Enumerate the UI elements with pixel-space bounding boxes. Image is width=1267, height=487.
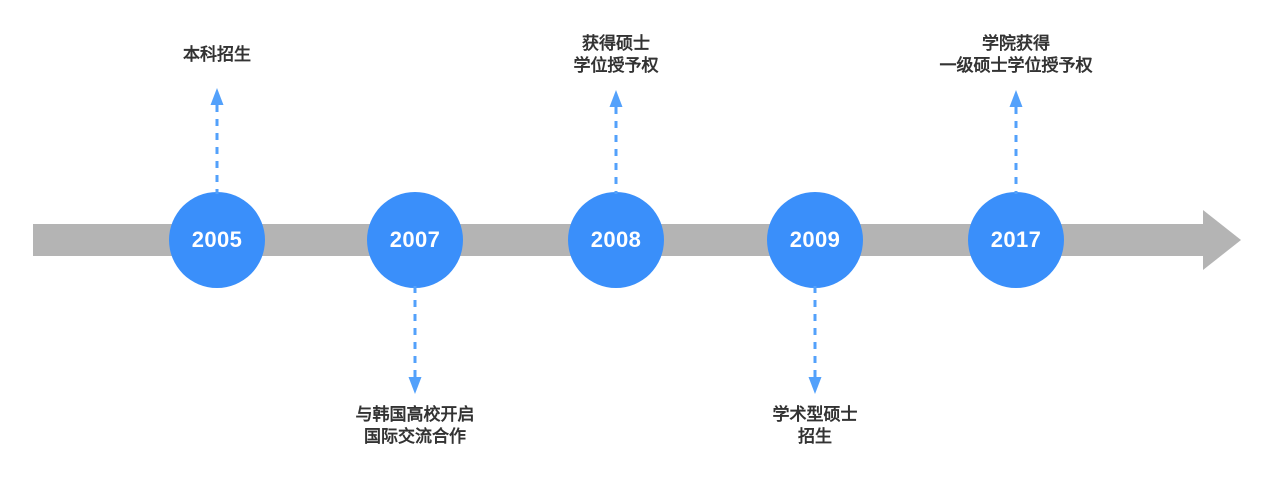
caption-line: 本科招生 [183,45,251,64]
connector-2005-up [205,88,229,194]
milestone-caption-2005: 本科招生 [183,44,251,66]
milestone-caption-2009: 学术型硕士招生 [773,404,858,448]
connector-2017-up [1004,90,1028,194]
milestone-node-2009[interactable]: 2009 [767,192,863,288]
milestone-caption-2008: 获得硕士学位授予权 [574,33,659,77]
connector-2008-up [604,90,628,194]
connector-2007-down [403,286,427,394]
milestone-node-2017[interactable]: 2017 [968,192,1064,288]
milestone-caption-2007: 与韩国高校开启国际交流合作 [356,404,475,448]
milestone-year-label: 2005 [191,227,243,252]
connector-arrowhead-icon [808,377,822,394]
milestone-node-2007[interactable]: 2007 [367,192,463,288]
caption-line: 一级硕士学位授予权 [939,56,1093,75]
caption-line: 学术型硕士 [772,405,858,424]
milestone-caption-2017: 学院获得一级硕士学位授予权 [940,33,1093,77]
connector-arrowhead-icon [609,90,623,107]
connector-arrowhead-icon [408,377,422,394]
timeline-axis-arrow-icon [1203,210,1241,270]
milestone-node-2005[interactable]: 2005 [169,192,265,288]
connector-arrowhead-icon [1009,90,1023,107]
caption-line: 学位授予权 [573,56,659,75]
connector-2009-down [803,286,827,394]
caption-line: 学院获得 [982,34,1050,53]
milestone-year-label: 2008 [590,227,642,252]
caption-line: 国际交流合作 [364,427,466,446]
caption-line: 与韩国高校开启 [355,405,475,424]
milestone-year-label: 2009 [789,227,841,252]
caption-line: 获得硕士 [582,34,650,53]
milestone-year-label: 2017 [990,227,1042,252]
milestone-node-2008[interactable]: 2008 [568,192,664,288]
caption-line: 招生 [798,427,832,446]
connector-arrowhead-icon [210,88,224,105]
milestone-year-label: 2007 [389,227,441,252]
